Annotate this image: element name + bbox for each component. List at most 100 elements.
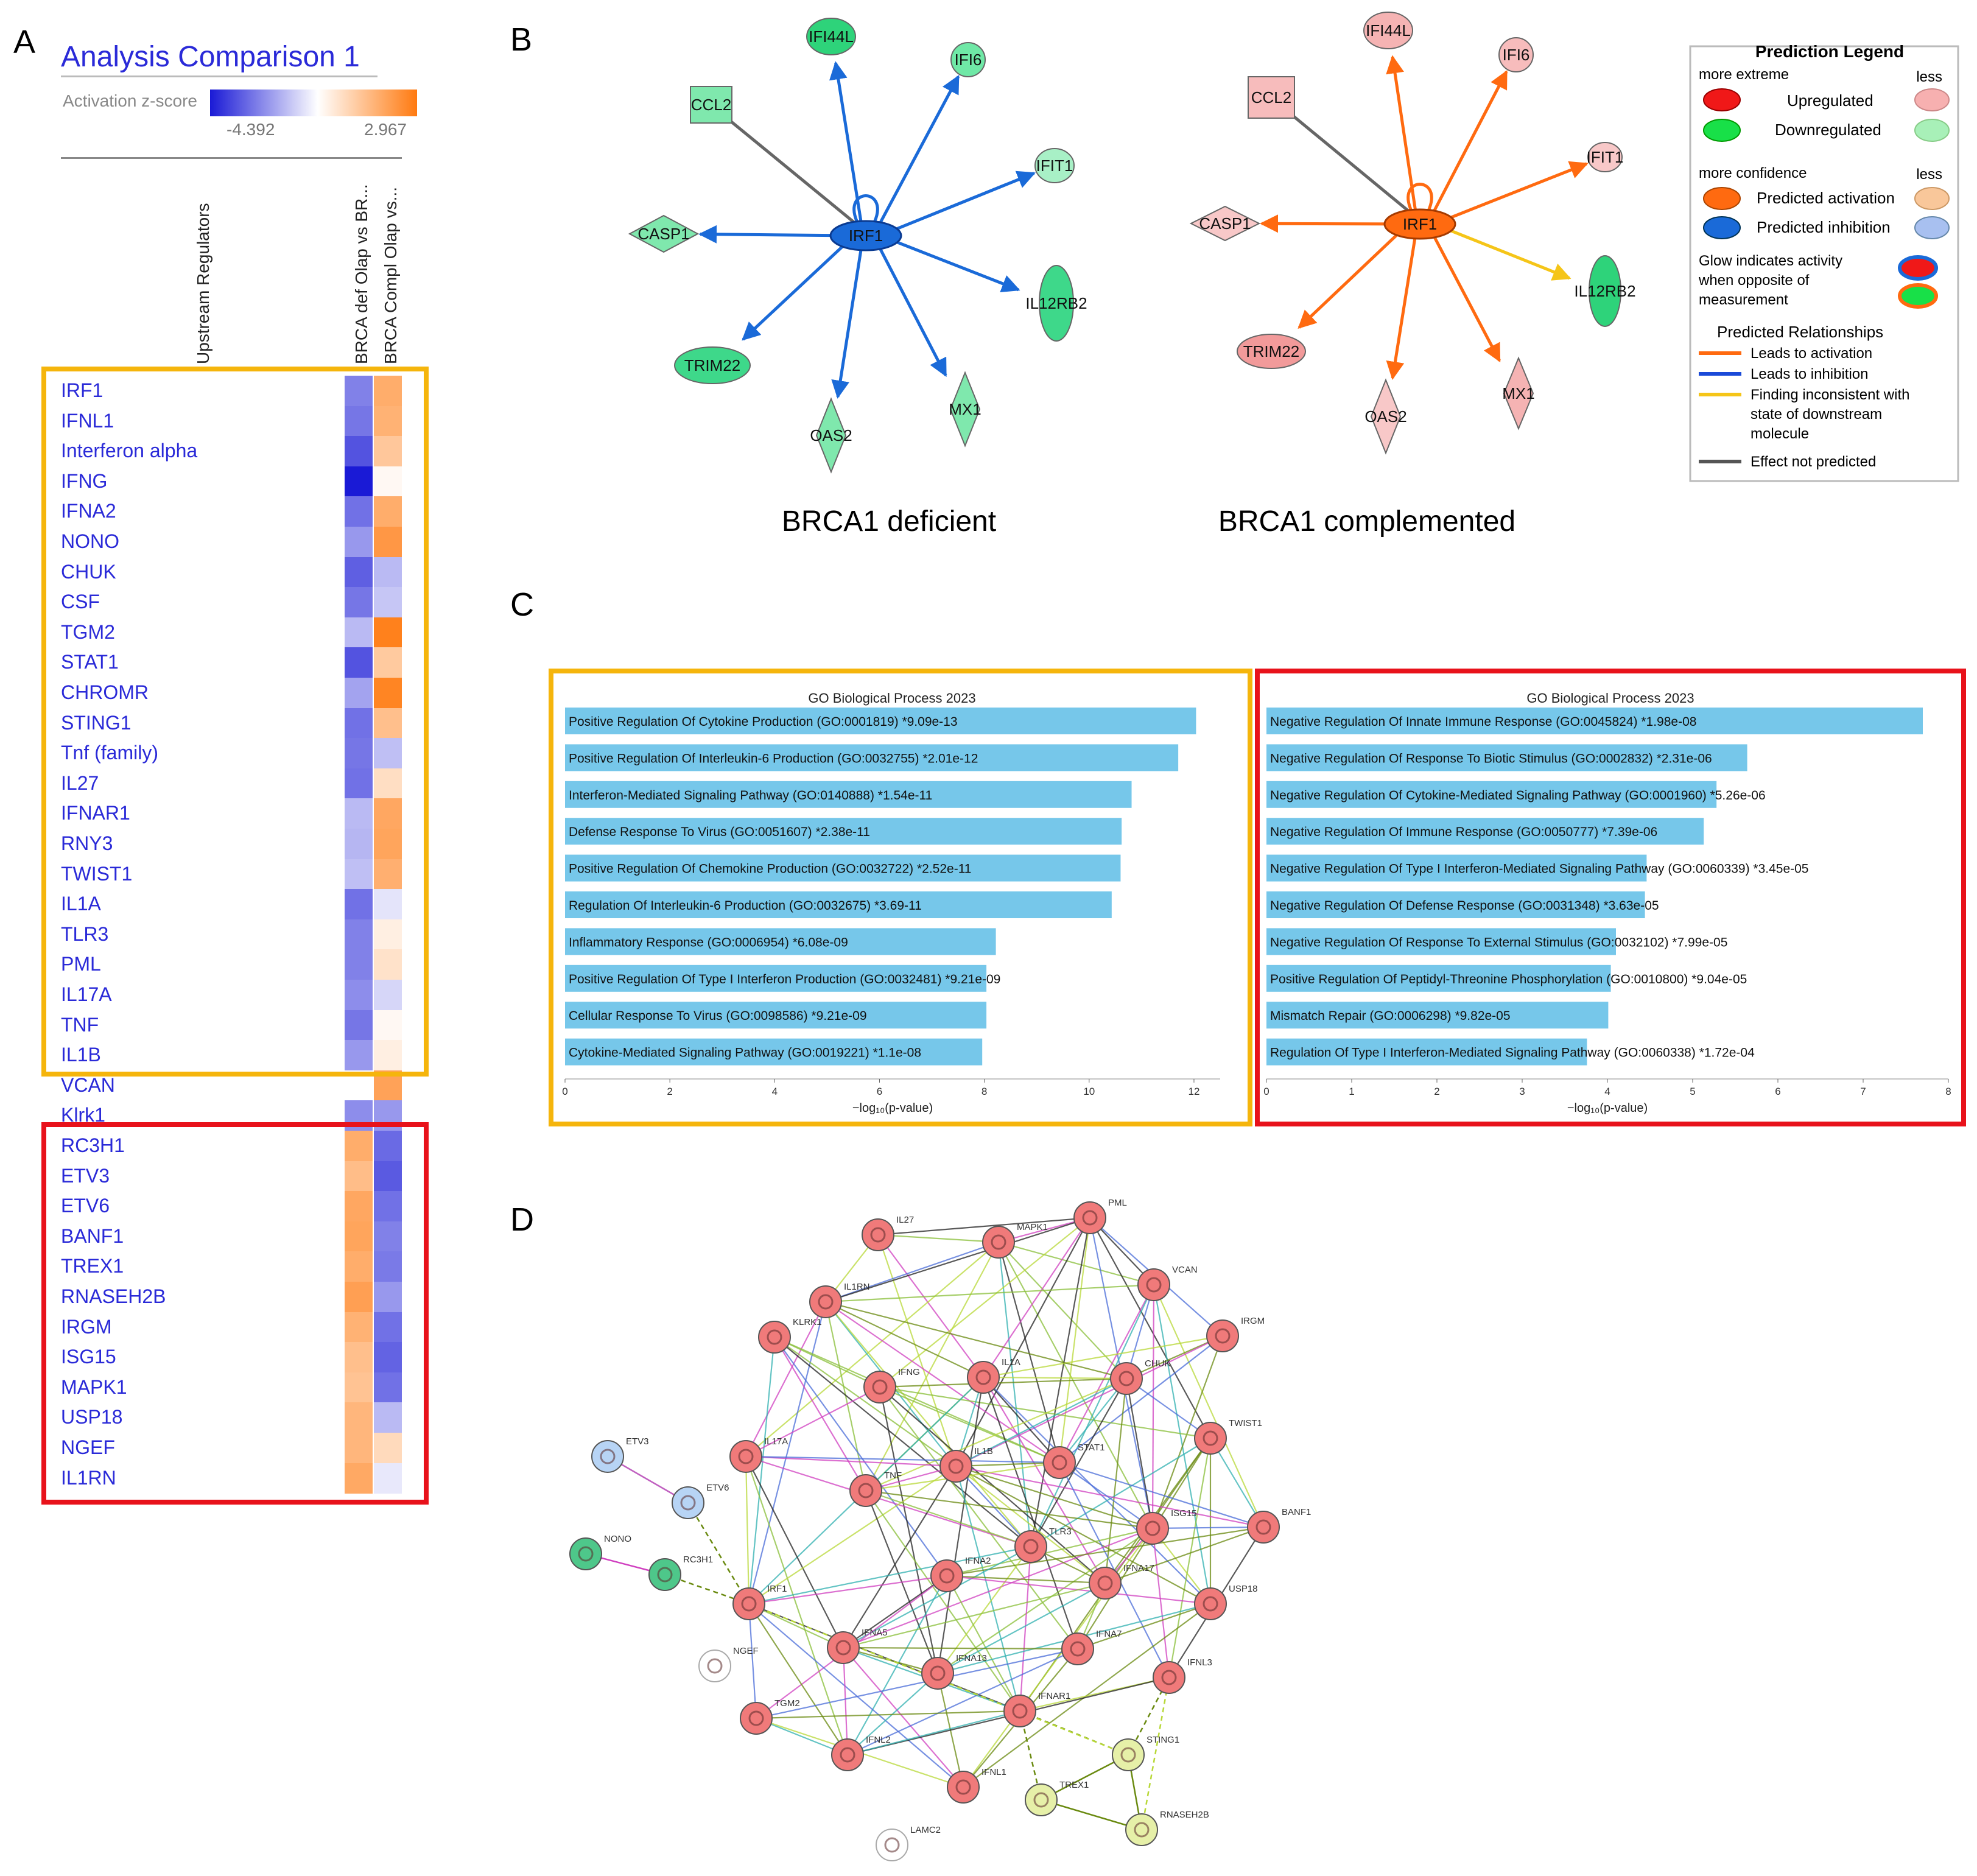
string-edge xyxy=(865,1489,1153,1530)
protein-label: ETV3 xyxy=(626,1436,649,1447)
string-edge xyxy=(748,1545,1031,1605)
regulator-label: ETV3 xyxy=(61,1164,110,1187)
protein-label: IFNA17 xyxy=(1123,1563,1154,1573)
panel-label-a: A xyxy=(13,24,36,60)
go-bar xyxy=(565,708,1196,734)
protein-structure-icon xyxy=(1120,1747,1136,1763)
string-edge xyxy=(998,1242,1153,1529)
string-edge xyxy=(955,1217,1090,1467)
heat-cell-deficient xyxy=(345,889,373,920)
heat-cell-deficient xyxy=(345,647,373,678)
string-edge xyxy=(955,1465,1153,1530)
heat-cell-complemented xyxy=(374,527,402,557)
regulator-label: IL17A xyxy=(61,983,112,1005)
string-edge xyxy=(774,1337,1031,1547)
heat-cell-deficient xyxy=(345,1040,373,1071)
string-edge xyxy=(865,1490,1020,1712)
string-edge xyxy=(774,1337,957,1467)
string-edge xyxy=(825,1217,1090,1303)
string-edge xyxy=(865,1242,999,1491)
string-edge xyxy=(756,1710,1020,1720)
string-edge xyxy=(745,1455,1060,1464)
protein-label: PML xyxy=(1108,1198,1127,1208)
string-edge xyxy=(936,1377,985,1674)
string-edge xyxy=(997,1242,1061,1463)
go-x-tick-label: 5 xyxy=(1690,1086,1695,1097)
string-edge xyxy=(879,1386,1211,1439)
protein-node xyxy=(827,1631,860,1664)
gene-node-label: CASP1 xyxy=(1199,214,1251,233)
string-edge xyxy=(879,1386,939,1674)
go-bar xyxy=(565,928,996,955)
protein-label: IL27 xyxy=(896,1215,914,1225)
string-edge xyxy=(937,1583,1106,1674)
regulator-label: PML xyxy=(61,953,101,975)
protein-structure-icon xyxy=(1023,1539,1039,1555)
gene-node-label: IL12RB2 xyxy=(1574,282,1635,300)
go-term-label: Positive Regulation Of Chemokine Product… xyxy=(569,862,972,876)
regulator-label: BANF1 xyxy=(61,1224,124,1247)
protein-label: RNASEH2B xyxy=(1160,1810,1209,1820)
gene-node-label: IFI6 xyxy=(955,51,982,69)
gene-node-label: IFIT1 xyxy=(1587,148,1624,166)
string-edge xyxy=(825,1301,1127,1380)
protein-structure-icon xyxy=(1255,1519,1271,1535)
heat-cell-complemented xyxy=(374,1282,402,1312)
go-box-inhibited xyxy=(1255,669,1966,1126)
protein-label: IFNG xyxy=(898,1367,920,1377)
string-edge xyxy=(1059,1335,1223,1463)
regulator-label: TWIST1 xyxy=(61,862,133,885)
hub-node xyxy=(829,220,902,251)
protein-node xyxy=(967,1361,1000,1394)
go-x-tick-label: 4 xyxy=(772,1086,778,1097)
string-edge xyxy=(955,1466,1211,1604)
protein-structure-icon xyxy=(991,1234,1006,1250)
heat-cell-complemented xyxy=(374,1221,402,1252)
string-edge xyxy=(825,1301,1060,1463)
string-edge xyxy=(1059,1461,1264,1528)
gene-node-shape xyxy=(1498,37,1534,72)
protein-node xyxy=(876,1829,908,1861)
col-header-upstream: Upstream Regulators xyxy=(194,203,212,364)
string-edge xyxy=(955,1461,1060,1467)
protein-node xyxy=(939,1450,972,1483)
protein-node xyxy=(1194,1422,1227,1455)
string-edge xyxy=(1153,1284,1265,1528)
network-edge xyxy=(1259,214,1393,233)
protein-label: IFNL1 xyxy=(981,1767,1006,1777)
legend-down-dot xyxy=(1703,119,1741,142)
protein-node xyxy=(1073,1201,1106,1234)
string-edge xyxy=(748,1603,757,1719)
network-edge xyxy=(1432,234,1501,363)
gene-node-label: CCL2 xyxy=(1251,88,1291,107)
protein-label: TGM2 xyxy=(774,1698,800,1709)
heat-cell-deficient xyxy=(345,587,373,618)
protein-label: NGEF xyxy=(733,1646,759,1656)
regulator-label: IL27 xyxy=(61,771,99,794)
go-term-label: Regulation Of Interleukin-6 Production (… xyxy=(569,899,922,913)
gene-node-label: IFI6 xyxy=(1503,46,1530,64)
string-edge xyxy=(745,1386,880,1457)
gene-node-shape xyxy=(628,214,700,253)
go-x-tick-label: 1 xyxy=(1349,1086,1354,1097)
protein-structure-icon xyxy=(707,1658,723,1674)
string-edge xyxy=(1059,1462,1153,1529)
regulator-label: VCAN xyxy=(61,1073,115,1096)
col-header-compl: BRCA Compl Olap vs... xyxy=(381,187,400,364)
regulator-label: TGM2 xyxy=(61,620,115,643)
protein-node xyxy=(672,1486,704,1519)
legend-glow-red-dot xyxy=(1898,255,1938,281)
protein-label: IL1RN xyxy=(844,1282,870,1292)
string-edge xyxy=(774,1337,947,1576)
legend-leads-inhibition: Leads to inhibition xyxy=(1751,366,1868,382)
string-edge xyxy=(1059,1378,1127,1463)
gene-node-label: IFI44L xyxy=(1366,21,1411,40)
caption-deficient: BRCA1 deficient xyxy=(782,505,996,538)
protein-structure-icon xyxy=(1082,1210,1098,1226)
network-edge xyxy=(878,75,960,225)
heat-cell-complemented xyxy=(374,1402,402,1433)
heat-cell-deficient xyxy=(345,1372,373,1403)
string-edge xyxy=(865,1489,1031,1548)
heat-cell-complemented xyxy=(374,859,402,890)
go-bar xyxy=(565,1002,987,1029)
